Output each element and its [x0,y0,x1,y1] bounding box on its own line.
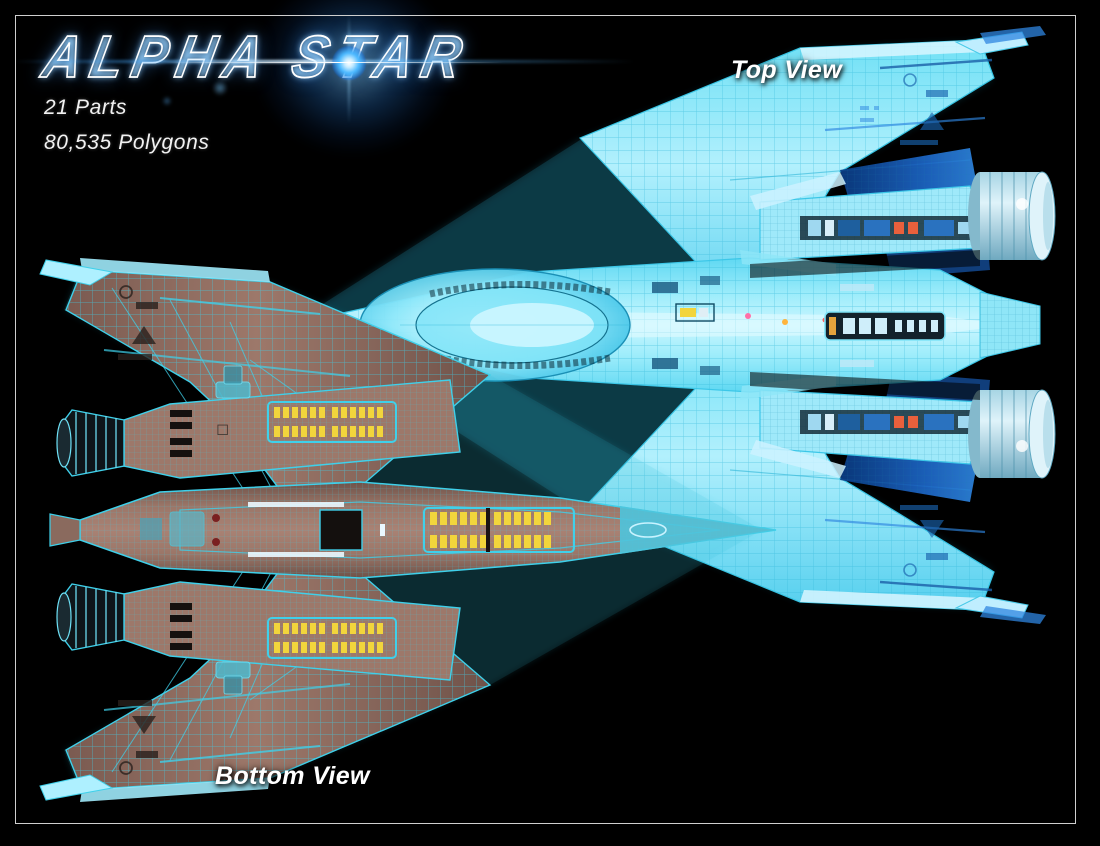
top-view-upper-wing [578,26,1046,321]
bottom-view-label: Bottom View [215,762,370,790]
bottom-view-fuselage [49,481,777,579]
bottom-view-engine-lower [56,581,461,681]
top-view-docking-module [824,311,946,341]
spacecraft-bottom-view: ◻ [39,258,777,802]
lens-flare-hairline [164,62,504,63]
bottom-light-array-lower [267,617,397,659]
lens-flare-ghost-1 [212,80,228,96]
bottom-nacelle-lower [56,583,125,651]
parts-count-label: 21 Parts [44,96,128,119]
lens-flare-ghost-2 [162,96,172,106]
svg-text:◻: ◻ [216,421,229,438]
bottom-view-engine-upper: ◻ [56,379,461,479]
bottom-view-landing-gear-lower [215,661,251,695]
bottom-nacelle-upper [56,409,125,477]
bottom-view-sensor-cluster [140,511,220,547]
logo-wordmark: ALPHA STAR [37,23,477,91]
nacelle-lower [968,389,1056,479]
bottom-view-light-array-center [423,507,575,553]
top-view-engine-upper [740,171,1056,276]
lens-flare-streak [14,60,634,63]
alpha-star-logo: ALPHA STAR [14,0,634,150]
top-view-fuselage [287,257,1041,393]
nacelle-upper [968,171,1056,261]
bottom-light-array-upper [267,401,397,443]
bottom-view-landing-gear-upper [215,365,251,399]
lens-flare-core [332,46,366,80]
top-view-label: Top View [731,56,843,84]
polygon-count-label: 80,535 Polygons [44,131,210,154]
